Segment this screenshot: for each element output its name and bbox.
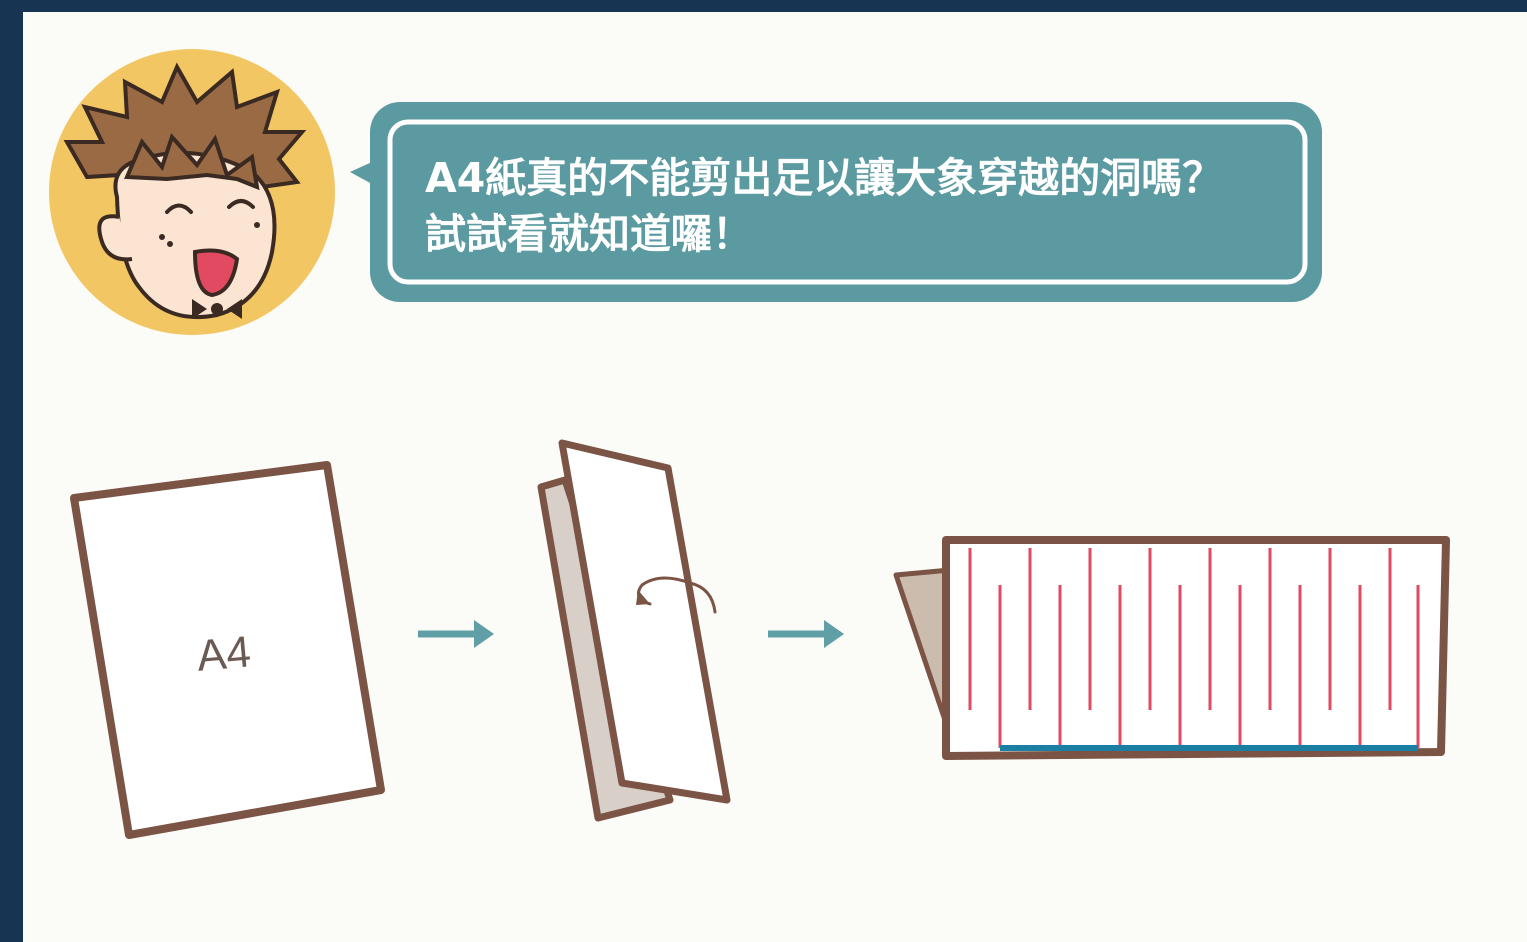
cut-lines — [968, 548, 1420, 748]
cut-folded-sheet — [893, 536, 1450, 760]
speech-bubble — [350, 102, 1322, 302]
a4-sheet: A4 — [70, 461, 385, 839]
arrow-right-icon — [418, 620, 494, 648]
speech-text: A4紙真的不能剪出足以讓大象穿越的洞嗎？ 試試看就知道囉！ — [425, 150, 1305, 262]
cartoon-boy-avatar — [49, 49, 335, 335]
folded-sheet — [537, 439, 731, 822]
a4-label: A4 — [195, 627, 253, 681]
speech-line-1: A4紙真的不能剪出足以讓大象穿越的洞嗎？ — [425, 154, 1224, 202]
arrow-right-icon — [768, 620, 844, 648]
speech-line-2: 試試看就知道囉！ — [425, 210, 753, 258]
